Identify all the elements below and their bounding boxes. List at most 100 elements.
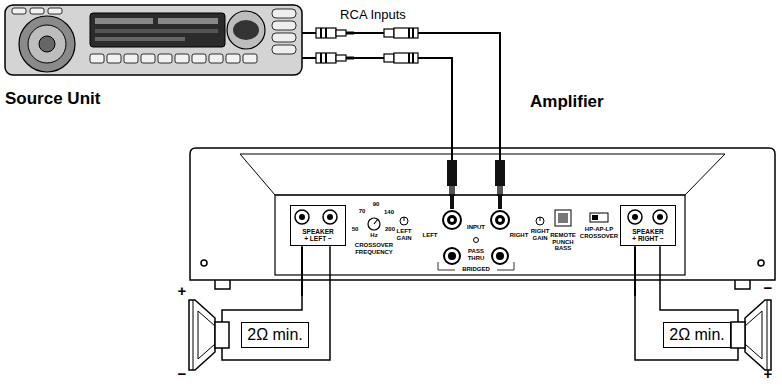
remote-port [555, 210, 571, 226]
panel-label: RIGHT GAIN [530, 228, 550, 241]
panel-label: INPUT [462, 224, 490, 231]
rca-jack [447, 215, 457, 225]
speaker-outline [635, 296, 738, 360]
amplifier-outline [201, 260, 207, 266]
panel-label: LEFT [420, 232, 440, 239]
head-unit-outline [5, 5, 302, 75]
impedance-label: 2Ω min. [241, 322, 309, 348]
head-unit [90, 13, 225, 47]
head-unit [5, 5, 302, 75]
speaker-outline [198, 311, 215, 359]
terminal-label: SPEAKER + LEFT − [301, 228, 335, 242]
control-knob [536, 217, 544, 225]
head-unit: Source Unit [5, 3, 302, 115]
control-knob [540, 217, 541, 221]
speaker-terminal [295, 210, 309, 224]
speaker-terminal [621, 206, 677, 228]
rca-cable [302, 58, 452, 160]
unit-label: Amplifier [530, 92, 604, 112]
wire-connector [301, 246, 303, 296]
unit-label: Source Unit [5, 89, 100, 109]
impedance-label: 2Ω min. [663, 322, 731, 348]
speaker-terminal-panel: SPEAKER + LEFT − [290, 205, 346, 246]
rca-plug [316, 53, 418, 63]
speaker-cone [731, 300, 771, 370]
head-unit-button [226, 54, 240, 63]
rca-jack [448, 252, 456, 260]
head-unit [272, 33, 296, 42]
speaker-terminal-panel: SPEAKER + RIGHT − [620, 205, 676, 246]
speaker-terminal [323, 210, 337, 224]
panel-label: PASS THRU [464, 248, 488, 261]
speaker: 2Ω min. [185, 296, 335, 374]
head-unit [233, 20, 259, 40]
polarity-sign: − [176, 366, 188, 381]
head-unit [95, 29, 218, 33]
control-knob [404, 217, 405, 221]
speaker-wire [329, 246, 331, 296]
head-unit [272, 9, 296, 18]
amplifier-outline [240, 154, 725, 195]
rca-jack [450, 218, 454, 222]
remote-port [555, 210, 571, 226]
speaker-outline [193, 300, 194, 370]
control-knob [368, 218, 380, 230]
head-unit [272, 45, 296, 54]
rca-jack [491, 211, 509, 229]
speaker-terminal [299, 214, 305, 220]
speaker-terminal [657, 214, 663, 220]
panel-label: 50 [348, 226, 362, 233]
head-unit-button [158, 54, 172, 63]
speaker-cone [767, 300, 768, 370]
head-unit [39, 36, 55, 52]
head-unit [5, 5, 302, 75]
remote-port [558, 213, 568, 223]
speaker-terminal [327, 214, 333, 220]
amp-input-plug [447, 160, 457, 186]
head-unit-button [141, 54, 155, 63]
speaker-outline [222, 296, 330, 360]
head-unit [272, 21, 296, 30]
crossover-switch [590, 213, 608, 222]
amplifier-outline [190, 148, 775, 280]
panel-label: 90 [369, 201, 383, 208]
head-unit-button [243, 54, 257, 63]
speaker-cone [731, 322, 745, 348]
panel-label: 70 [355, 208, 369, 215]
speaker-terminal [628, 210, 642, 224]
amp-input-plug [498, 196, 502, 209]
rca-jack [444, 248, 460, 264]
amp-input-plug [447, 160, 505, 209]
panel-label: Hz [366, 232, 382, 239]
cable-label: RCA Inputs [338, 7, 408, 22]
head-unit [12, 8, 26, 14]
speaker-wire [659, 246, 661, 296]
panel-label: LEFT GAIN [394, 228, 414, 241]
speaker-terminal [653, 210, 667, 224]
control-knob [374, 219, 378, 224]
amp-input-plug [450, 196, 454, 209]
head-unit [30, 8, 44, 14]
polarity-sign: + [762, 366, 774, 381]
speaker-outline [660, 296, 738, 322]
rca-plug [316, 28, 418, 38]
head-unit [19, 16, 75, 72]
rca-cable [302, 33, 500, 148]
terminal-label: SPEAKER + RIGHT − [631, 228, 665, 242]
panel-label: CROSSOVER FREQUENCY [346, 242, 402, 255]
head-unit-button [90, 54, 257, 63]
head-unit [227, 11, 265, 49]
speaker-outline [189, 300, 215, 370]
speaker-terminal [291, 206, 347, 228]
rca-jack [492, 248, 508, 264]
speaker-cone [745, 300, 771, 370]
head-unit-button [107, 54, 121, 63]
rca-jack [443, 211, 509, 264]
head-unit-button [192, 54, 206, 63]
rca-jack [498, 218, 502, 222]
crossover-switch [590, 213, 608, 222]
rca-jack [495, 215, 505, 225]
panel-label: HP-AP-LP CROSSOVER [579, 226, 619, 239]
speaker: 2Ω min. [623, 296, 775, 374]
